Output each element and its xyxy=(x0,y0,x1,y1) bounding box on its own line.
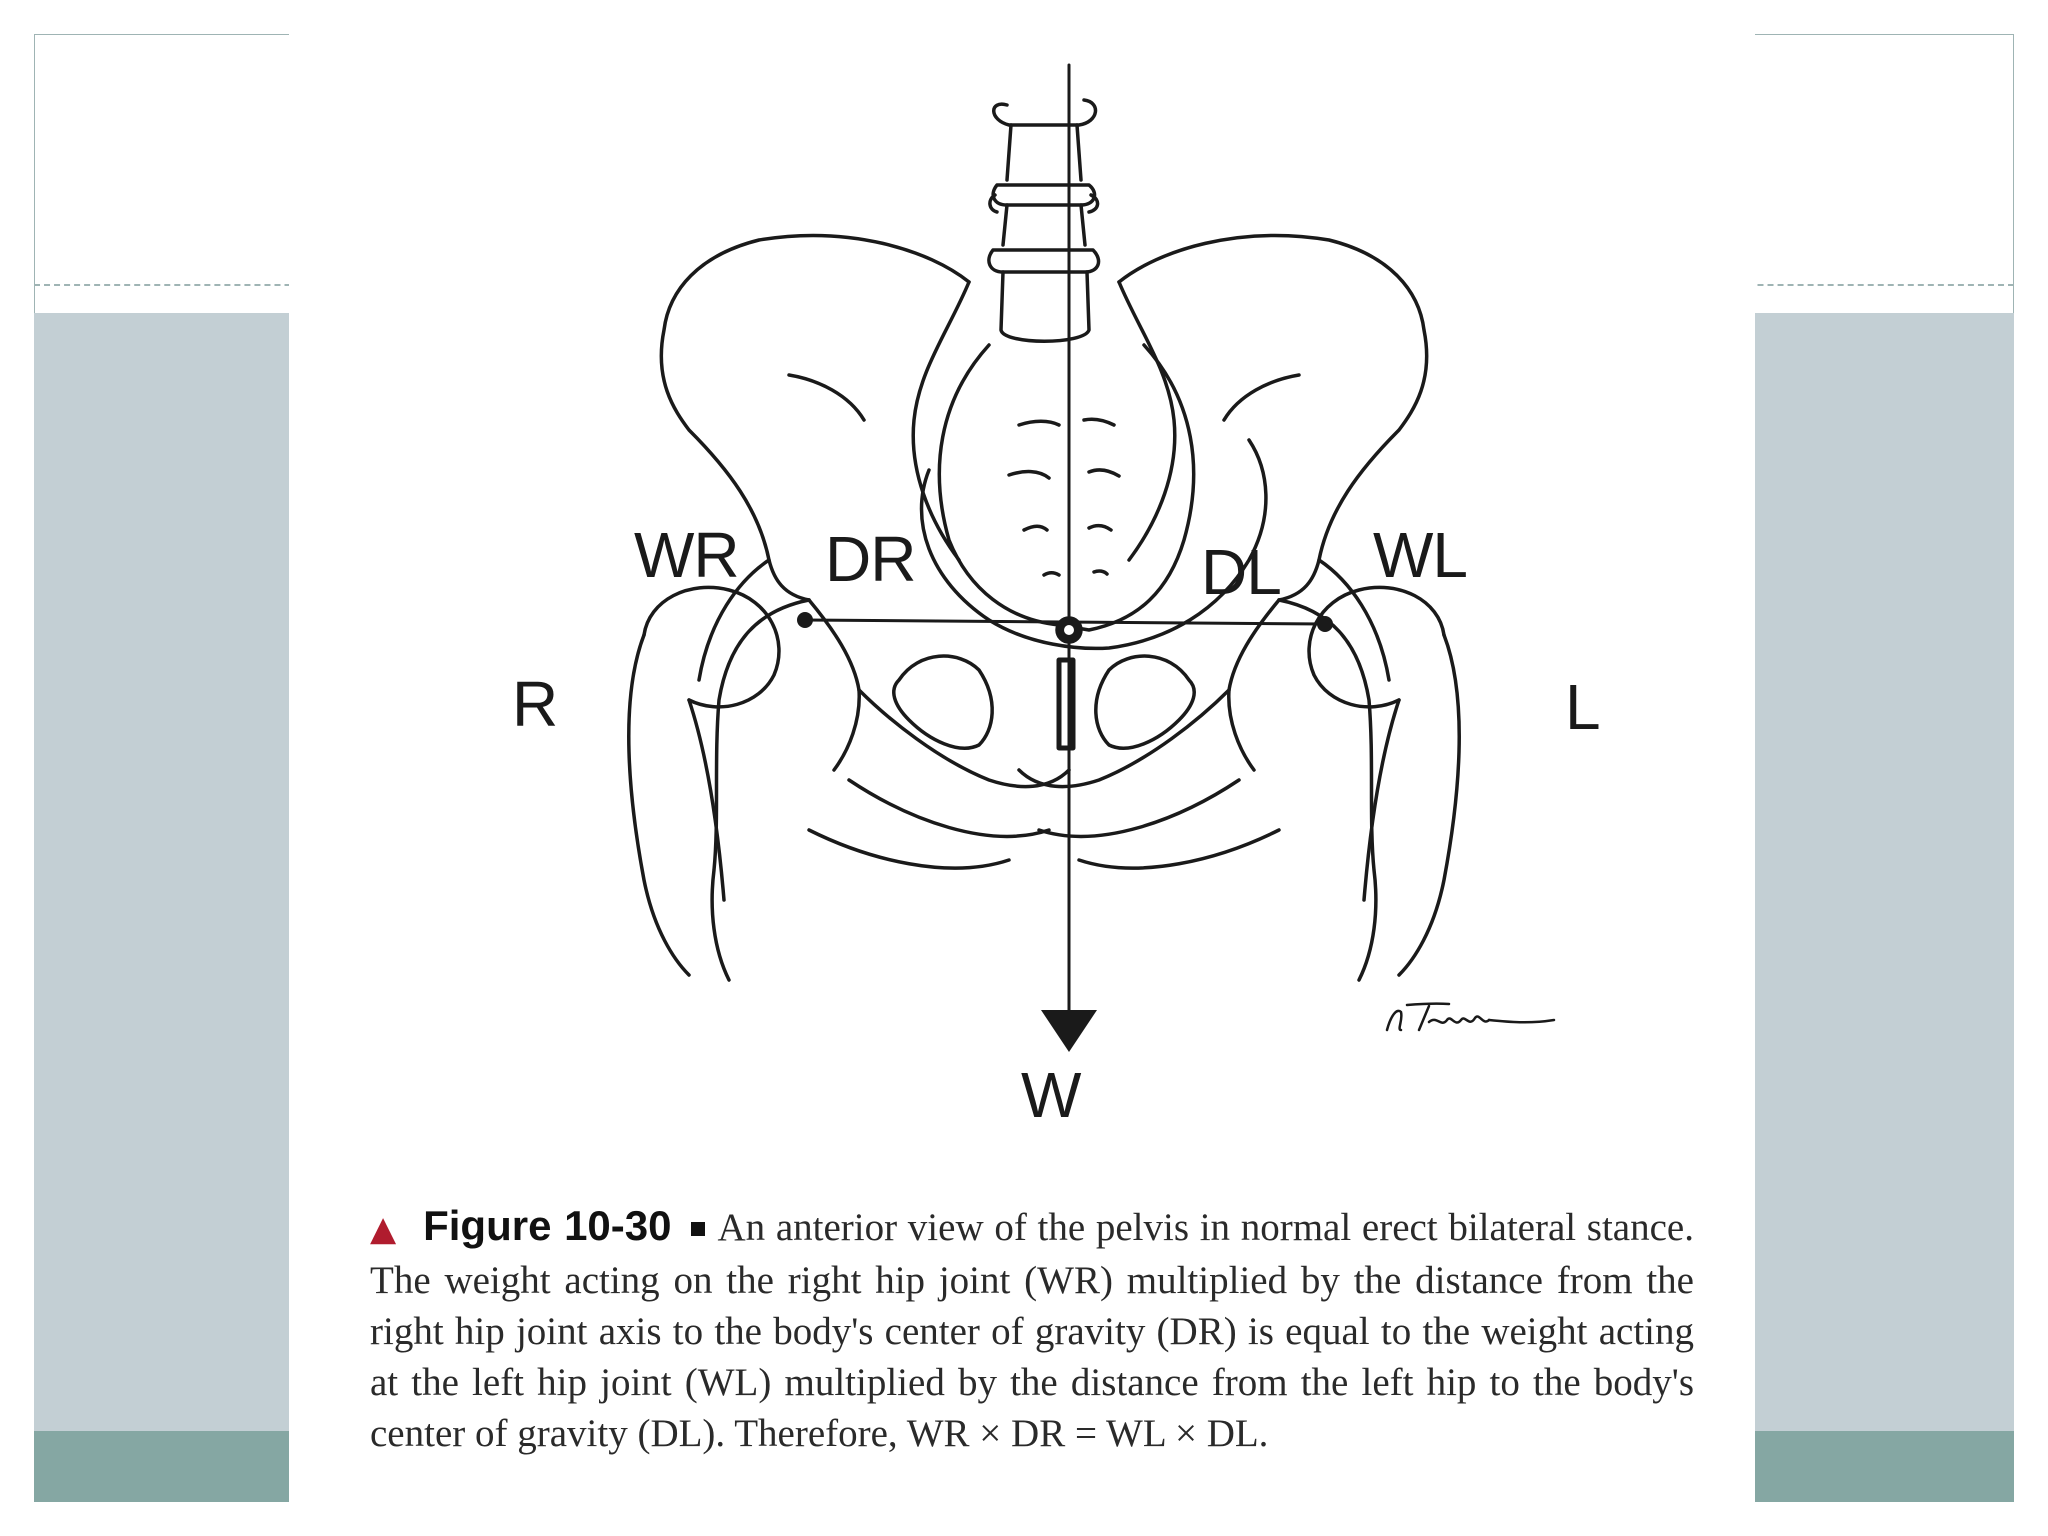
caption-text: An anterior view of the pelvis in normal… xyxy=(370,1206,1694,1455)
label-dl: DL xyxy=(1201,536,1282,608)
weight-arrowhead xyxy=(1041,1010,1097,1052)
caption-marker-icon: ▲ xyxy=(370,1209,398,1249)
femora xyxy=(627,633,1461,977)
lumbar-spine xyxy=(987,98,1101,343)
label-wl: WL xyxy=(1373,519,1468,591)
label-w: W xyxy=(1021,1059,1081,1131)
sacrum xyxy=(937,343,1196,632)
right-hip-axis xyxy=(797,612,813,628)
pubic-region xyxy=(807,654,1281,870)
label-dr: DR xyxy=(825,523,916,595)
right-ilium xyxy=(659,233,971,982)
figure-number: Figure 10-30 xyxy=(423,1202,672,1249)
label-r: R xyxy=(512,668,558,740)
pelvis-illustration xyxy=(627,63,1556,1052)
artist-signature xyxy=(1385,1002,1556,1032)
left-ilium xyxy=(1117,233,1429,982)
pelvic-brim xyxy=(919,438,1268,651)
femoral-heads xyxy=(642,585,1446,709)
left-hip-axis xyxy=(1317,616,1333,632)
label-wr: WR xyxy=(634,519,740,591)
caption-separator-icon xyxy=(691,1222,706,1237)
label-l: L xyxy=(1565,671,1601,743)
